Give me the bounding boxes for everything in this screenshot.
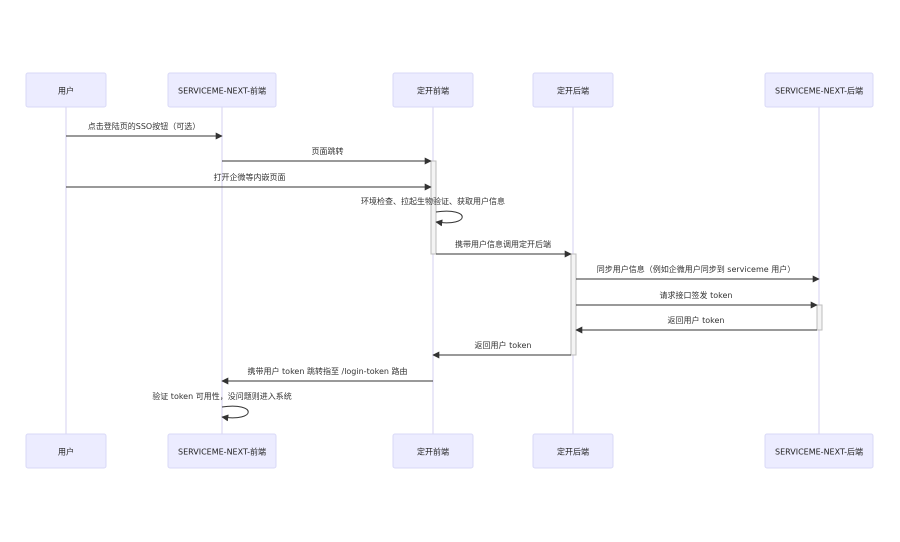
message-10: 携带用户 token 跳转指至 /login-token 路由 xyxy=(221,366,433,385)
actor-box xyxy=(764,433,874,469)
actor-dk_fe-bottom[interactable]: 定开前端 xyxy=(392,433,474,469)
actor-label: SERVICEME-NEXT-前端 xyxy=(178,86,266,96)
actor-label: 定开后端 xyxy=(557,86,589,96)
message-label: 点击登陆页的SSO按钮（可选） xyxy=(88,121,200,131)
actor-box xyxy=(392,433,474,469)
message-3: 打开企微等内嵌页面 xyxy=(66,172,432,191)
actor-label: SERVICEME-NEXT-前端 xyxy=(178,447,266,457)
actor-box xyxy=(167,433,277,469)
actor-sn_fe-top[interactable]: SERVICEME-NEXT-前端 xyxy=(167,72,277,108)
actor-box xyxy=(532,72,614,108)
message-9: 返回用户 token xyxy=(432,340,571,359)
actor-box xyxy=(532,433,614,469)
message-label: 验证 token 可用性，没问题则进入系统 xyxy=(152,391,291,401)
actor-box xyxy=(25,72,107,108)
actor-user-top[interactable]: 用户 xyxy=(25,72,107,108)
actor-dk_be-bottom[interactable]: 定开后端 xyxy=(532,433,614,469)
message-6: 同步用户信息（例如企微用户同步到 serviceme 用户） xyxy=(576,264,820,283)
message-8: 返回用户 token xyxy=(575,315,817,334)
message-label: 返回用户 token xyxy=(668,315,725,325)
activation-bar xyxy=(430,160,437,255)
actor-label: 定开后端 xyxy=(557,447,589,457)
message-11: 验证 token 可用性，没问题则进入系统 xyxy=(152,391,292,422)
message-label: 请求接口签发 token xyxy=(660,290,733,300)
message-label: 同步用户信息（例如企微用户同步到 serviceme 用户） xyxy=(597,264,795,274)
self-message-arrow xyxy=(221,405,249,422)
actor-user-bottom[interactable]: 用户 xyxy=(25,433,107,469)
message-label: 返回用户 token xyxy=(475,340,532,350)
activation-bar xyxy=(570,253,577,356)
message-label: 打开企微等内嵌页面 xyxy=(214,172,286,182)
message-5: 携带用户信息调用定开后端 xyxy=(436,239,572,258)
actor-label: 用户 xyxy=(58,86,74,96)
actor-box xyxy=(25,433,107,469)
actor-dk_be-top[interactable]: 定开后端 xyxy=(532,72,614,108)
activation-bar xyxy=(816,304,823,331)
actor-label: 用户 xyxy=(58,447,74,457)
actor-label: 定开前端 xyxy=(417,86,449,96)
message-label: 环境检查、拉起生物验证、获取用户信息 xyxy=(361,196,505,206)
message-label: 携带用户信息调用定开后端 xyxy=(455,239,551,249)
actor-sn_fe-bottom[interactable]: SERVICEME-NEXT-前端 xyxy=(167,433,277,469)
actor-sn_be-bottom[interactable]: SERVICEME-NEXT-后端 xyxy=(764,433,874,469)
actor-box xyxy=(392,72,474,108)
actor-label: SERVICEME-NEXT-后端 xyxy=(775,86,863,96)
message-4: 环境检查、拉起生物验证、获取用户信息 xyxy=(361,196,505,227)
actor-box xyxy=(167,72,277,108)
actor-sn_be-top[interactable]: SERVICEME-NEXT-后端 xyxy=(764,72,874,108)
actor-label: 定开前端 xyxy=(417,447,449,457)
actor-dk_fe-top[interactable]: 定开前端 xyxy=(392,72,474,108)
message-7: 请求接口签发 token xyxy=(576,290,818,309)
message-1: 点击登陆页的SSO按钮（可选） xyxy=(66,121,223,140)
message-2: 页面跳转 xyxy=(222,146,432,165)
message-label: 携带用户 token 跳转指至 /login-token 路由 xyxy=(248,366,408,376)
message-label: 页面跳转 xyxy=(312,146,344,156)
actor-box xyxy=(764,72,874,108)
actor-label: SERVICEME-NEXT-后端 xyxy=(775,447,863,457)
self-message-arrow xyxy=(435,210,463,227)
